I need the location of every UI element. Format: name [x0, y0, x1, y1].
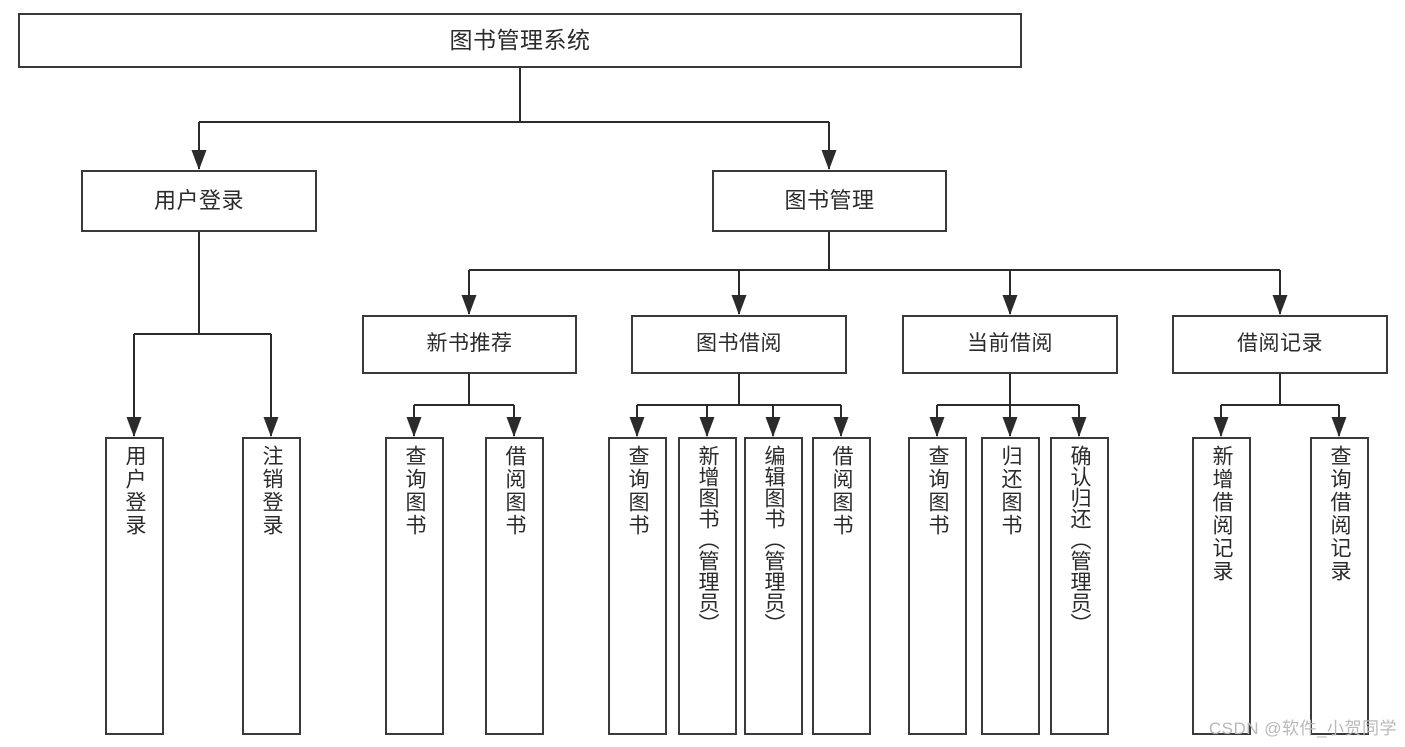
- node-leaf-query-book-2[interactable]: 查询图书: [608, 437, 667, 735]
- arrow-head-book-borrow-to-leaves-3: [833, 417, 849, 437]
- node-leaf-query-book-1[interactable]: 查询图书: [385, 437, 444, 735]
- node-label-leaf-borrow-book-2: 借阅图书: [830, 445, 854, 537]
- node-book-borrow[interactable]: 图书借阅: [631, 315, 847, 374]
- node-label-leaf-query-record: 查询借阅记录: [1328, 445, 1352, 583]
- arrow-head-borrow-record-to-leaves-0: [1213, 417, 1229, 437]
- node-label-leaf-edit-book: 编辑图书（管理员）: [762, 445, 786, 634]
- arrow-head-book-manage-to-level2-3: [1272, 295, 1288, 315]
- node-leaf-user-login[interactable]: 用户登录: [105, 437, 164, 735]
- arrow-head-root-to-level1-1: [821, 150, 837, 170]
- node-label-book-manage: 图书管理: [784, 188, 875, 214]
- node-label-leaf-user-login: 用户登录: [123, 445, 147, 537]
- node-label-leaf-query-book-3: 查询图书: [926, 445, 950, 537]
- node-leaf-logout[interactable]: 注销登录: [242, 437, 301, 735]
- node-leaf-borrow-book-2[interactable]: 借阅图书: [812, 437, 871, 735]
- node-label-new-book-recommend: 新书推荐: [426, 332, 513, 356]
- arrow-head-book-borrow-to-leaves-2: [765, 417, 781, 437]
- node-label-leaf-return-book: 归还图书: [999, 445, 1023, 537]
- node-label-leaf-query-book-2: 查询图书: [626, 445, 650, 537]
- node-label-user-login: 用户登录: [153, 188, 244, 214]
- arrow-head-current-borrow-to-leaves-1: [1002, 417, 1018, 437]
- node-label-root: 图书管理系统: [449, 26, 591, 53]
- node-leaf-return-book[interactable]: 归还图书: [981, 437, 1040, 735]
- arrow-head-book-manage-to-level2-2: [1002, 295, 1018, 315]
- node-label-leaf-add-record: 新增借阅记录: [1210, 445, 1234, 583]
- node-leaf-edit-book[interactable]: 编辑图书（管理员）: [744, 437, 803, 735]
- arrow-head-new-book-recommend-to-leaves-1: [506, 417, 522, 437]
- node-label-leaf-borrow-book-1: 借阅图书: [503, 445, 527, 537]
- arrow-head-book-borrow-to-leaves-0: [629, 417, 645, 437]
- node-label-leaf-query-book-1: 查询图书: [403, 445, 427, 537]
- node-leaf-add-book[interactable]: 新增图书（管理员）: [678, 437, 737, 735]
- arrow-head-current-borrow-to-leaves-2: [1071, 417, 1087, 437]
- arrow-head-root-to-level1-0: [191, 150, 207, 170]
- node-leaf-query-record[interactable]: 查询借阅记录: [1310, 437, 1369, 735]
- arrow-head-new-book-recommend-to-leaves-0: [406, 417, 422, 437]
- node-user-login[interactable]: 用户登录: [81, 170, 317, 232]
- node-current-borrow[interactable]: 当前借阅: [902, 315, 1118, 374]
- node-label-leaf-add-book: 新增图书（管理员）: [696, 445, 720, 634]
- arrow-head-user-login-to-leaves-1: [263, 417, 279, 437]
- node-label-current-borrow: 当前借阅: [967, 332, 1053, 356]
- node-leaf-add-record[interactable]: 新增借阅记录: [1192, 437, 1251, 735]
- node-label-borrow-record: 借阅记录: [1237, 332, 1323, 356]
- arrow-head-user-login-to-leaves-0: [126, 417, 142, 437]
- node-borrow-record[interactable]: 借阅记录: [1172, 315, 1388, 374]
- node-root[interactable]: 图书管理系统: [18, 13, 1022, 68]
- arrow-head-borrow-record-to-leaves-1: [1331, 417, 1347, 437]
- arrow-head-book-manage-to-level2-0: [461, 295, 477, 315]
- arrow-head-current-borrow-to-leaves-0: [929, 417, 945, 437]
- node-leaf-borrow-book-1[interactable]: 借阅图书: [485, 437, 544, 735]
- node-label-leaf-logout: 注销登录: [260, 445, 284, 537]
- node-new-book-recommend[interactable]: 新书推荐: [362, 315, 577, 374]
- node-label-book-borrow: 图书借阅: [696, 332, 782, 356]
- node-label-leaf-confirm-return: 确认归还（管理员）: [1068, 445, 1092, 634]
- arrow-head-book-manage-to-level2-1: [731, 295, 747, 315]
- node-book-manage[interactable]: 图书管理: [712, 170, 947, 232]
- arrow-head-book-borrow-to-leaves-1: [699, 417, 715, 437]
- node-leaf-confirm-return[interactable]: 确认归还（管理员）: [1050, 437, 1109, 735]
- node-leaf-query-book-3[interactable]: 查询图书: [908, 437, 967, 735]
